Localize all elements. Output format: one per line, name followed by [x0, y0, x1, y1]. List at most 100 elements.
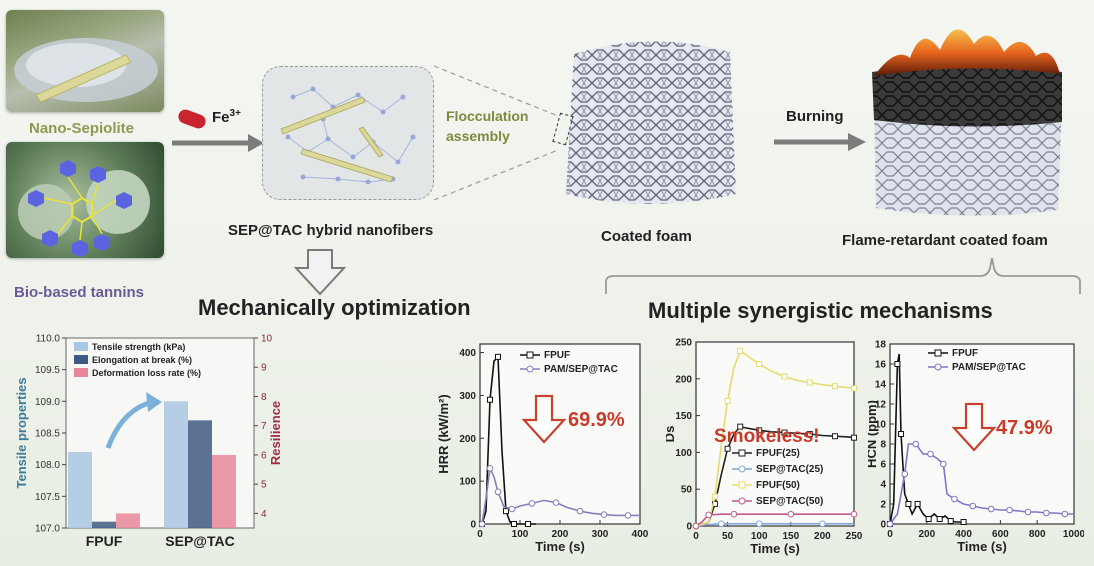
series-marker-3	[705, 511, 712, 519]
series-marker-0	[851, 434, 857, 441]
series-marker-3	[850, 510, 858, 518]
series-marker-1	[912, 440, 920, 448]
tannin-molecule-illustration	[18, 160, 150, 257]
series-marker-1	[624, 512, 632, 519]
series-marker-2	[737, 347, 744, 354]
x-tick-label: 300	[592, 529, 609, 540]
right-tick-label: 9	[261, 363, 267, 374]
x-tick-label: 0	[693, 531, 699, 542]
series-marker-1	[1043, 509, 1050, 517]
y-tick-label: 4	[880, 480, 886, 491]
left-tick-label: 109.0	[35, 397, 60, 408]
category-label: SEP@TAC	[165, 533, 234, 549]
x-tick-label: 600	[992, 529, 1009, 540]
coated-foam-image	[560, 34, 740, 212]
series-marker-1	[1024, 508, 1032, 516]
series-marker-1	[969, 502, 977, 510]
y-axis-label: HCN (ppm)	[868, 400, 879, 468]
legend-marker	[738, 465, 746, 473]
series-marker-2	[832, 383, 839, 390]
series-marker-0	[914, 501, 921, 507]
y-tick-label: 10	[875, 420, 887, 431]
annotation: Smokeless!	[714, 426, 820, 447]
x-tick-label: 100	[512, 529, 529, 540]
series-marker-0	[832, 433, 839, 440]
bar-0-1	[164, 401, 188, 528]
x-tick-label: 200	[918, 529, 935, 540]
series-marker-1	[886, 520, 894, 528]
legend-text: FPUF	[952, 348, 978, 359]
series-marker-3	[692, 522, 700, 530]
left-tick-label: 107.5	[35, 492, 60, 503]
x-tick-label: 200	[552, 529, 569, 540]
legend-text: Deformation loss rate (%)	[92, 368, 201, 378]
trend-arrow-head	[146, 392, 162, 412]
trend-arrow	[105, 399, 153, 449]
series-marker-0	[806, 431, 813, 437]
series-line-1	[695, 523, 854, 527]
bio-tannins-label: Bio-based tannins	[14, 284, 145, 301]
mechanical-title: Mechanically optimization	[198, 295, 471, 320]
y-tick-label: 14	[875, 380, 887, 391]
series-marker-2	[756, 361, 763, 368]
bar-0-0	[68, 452, 92, 528]
x-axis-label: Time (s)	[750, 541, 800, 556]
legend-text: SEP@TAC(25)	[756, 464, 823, 475]
series-marker-0	[781, 429, 788, 436]
series-marker-1	[940, 460, 947, 468]
process-arrow-1	[172, 134, 264, 152]
y-axis-label: Ds	[666, 426, 677, 443]
right-tick-label: 4	[261, 509, 267, 520]
x-tick-label: 200	[814, 531, 831, 542]
series-marker-1	[486, 464, 494, 472]
x-tick-label: 250	[846, 531, 862, 542]
y-tick-label: 200	[675, 374, 692, 385]
series-marker-0	[756, 427, 763, 434]
series-marker-1	[494, 488, 502, 496]
series-marker-1	[552, 499, 560, 506]
legend-swatch	[74, 355, 88, 364]
series-marker-0	[925, 516, 932, 522]
coated-foam-label: Coated foam	[601, 228, 692, 245]
annotation: 69.9%	[568, 409, 625, 431]
x-tick-label: 400	[632, 529, 649, 540]
series-marker-0	[724, 445, 731, 452]
legend-text: Tensile strength (kPa)	[92, 342, 185, 352]
series-marker-0	[898, 431, 905, 437]
y-tick-label: 250	[675, 338, 692, 349]
legend-text: PAM/SEP@TAC	[544, 364, 618, 375]
flocculation-label-1: Flocculation	[446, 108, 529, 124]
series-marker-1	[508, 505, 516, 513]
y-tick-label: 300	[459, 391, 476, 402]
burning-foam-illustration	[872, 29, 1062, 216]
right-tick-label: 6	[261, 450, 267, 461]
bar-1-1	[188, 420, 212, 528]
series-marker-2	[851, 385, 857, 392]
series-marker-1	[600, 511, 608, 518]
series-marker-1	[819, 520, 826, 528]
y-tick-label: 400	[459, 348, 476, 359]
legend-text: FPUF	[544, 350, 570, 361]
right-tick-label: 7	[261, 421, 267, 432]
x-tick-label: 400	[955, 529, 972, 540]
hybrid-nanofibers-label: SEP@TAC hybrid nanofibers	[228, 222, 434, 239]
y-tick-label: 50	[681, 485, 693, 496]
series-marker-1	[927, 450, 934, 458]
left-tick-label: 110.0	[36, 334, 61, 345]
x-tick-label: 150	[782, 531, 799, 542]
series-marker-1	[478, 520, 486, 528]
series-marker-0	[525, 521, 531, 527]
series-marker-0	[511, 521, 517, 527]
series-marker-0	[905, 501, 912, 507]
left-axis-label: Tensile properties	[14, 377, 29, 488]
series-marker-0	[503, 508, 509, 515]
right-tick-label: 8	[261, 392, 267, 403]
x-tick-label: 100	[751, 531, 768, 542]
series-marker-0	[947, 518, 954, 524]
series-marker-2	[806, 379, 813, 386]
y-tick-label: 0	[686, 522, 692, 533]
series-marker-1	[576, 507, 584, 515]
